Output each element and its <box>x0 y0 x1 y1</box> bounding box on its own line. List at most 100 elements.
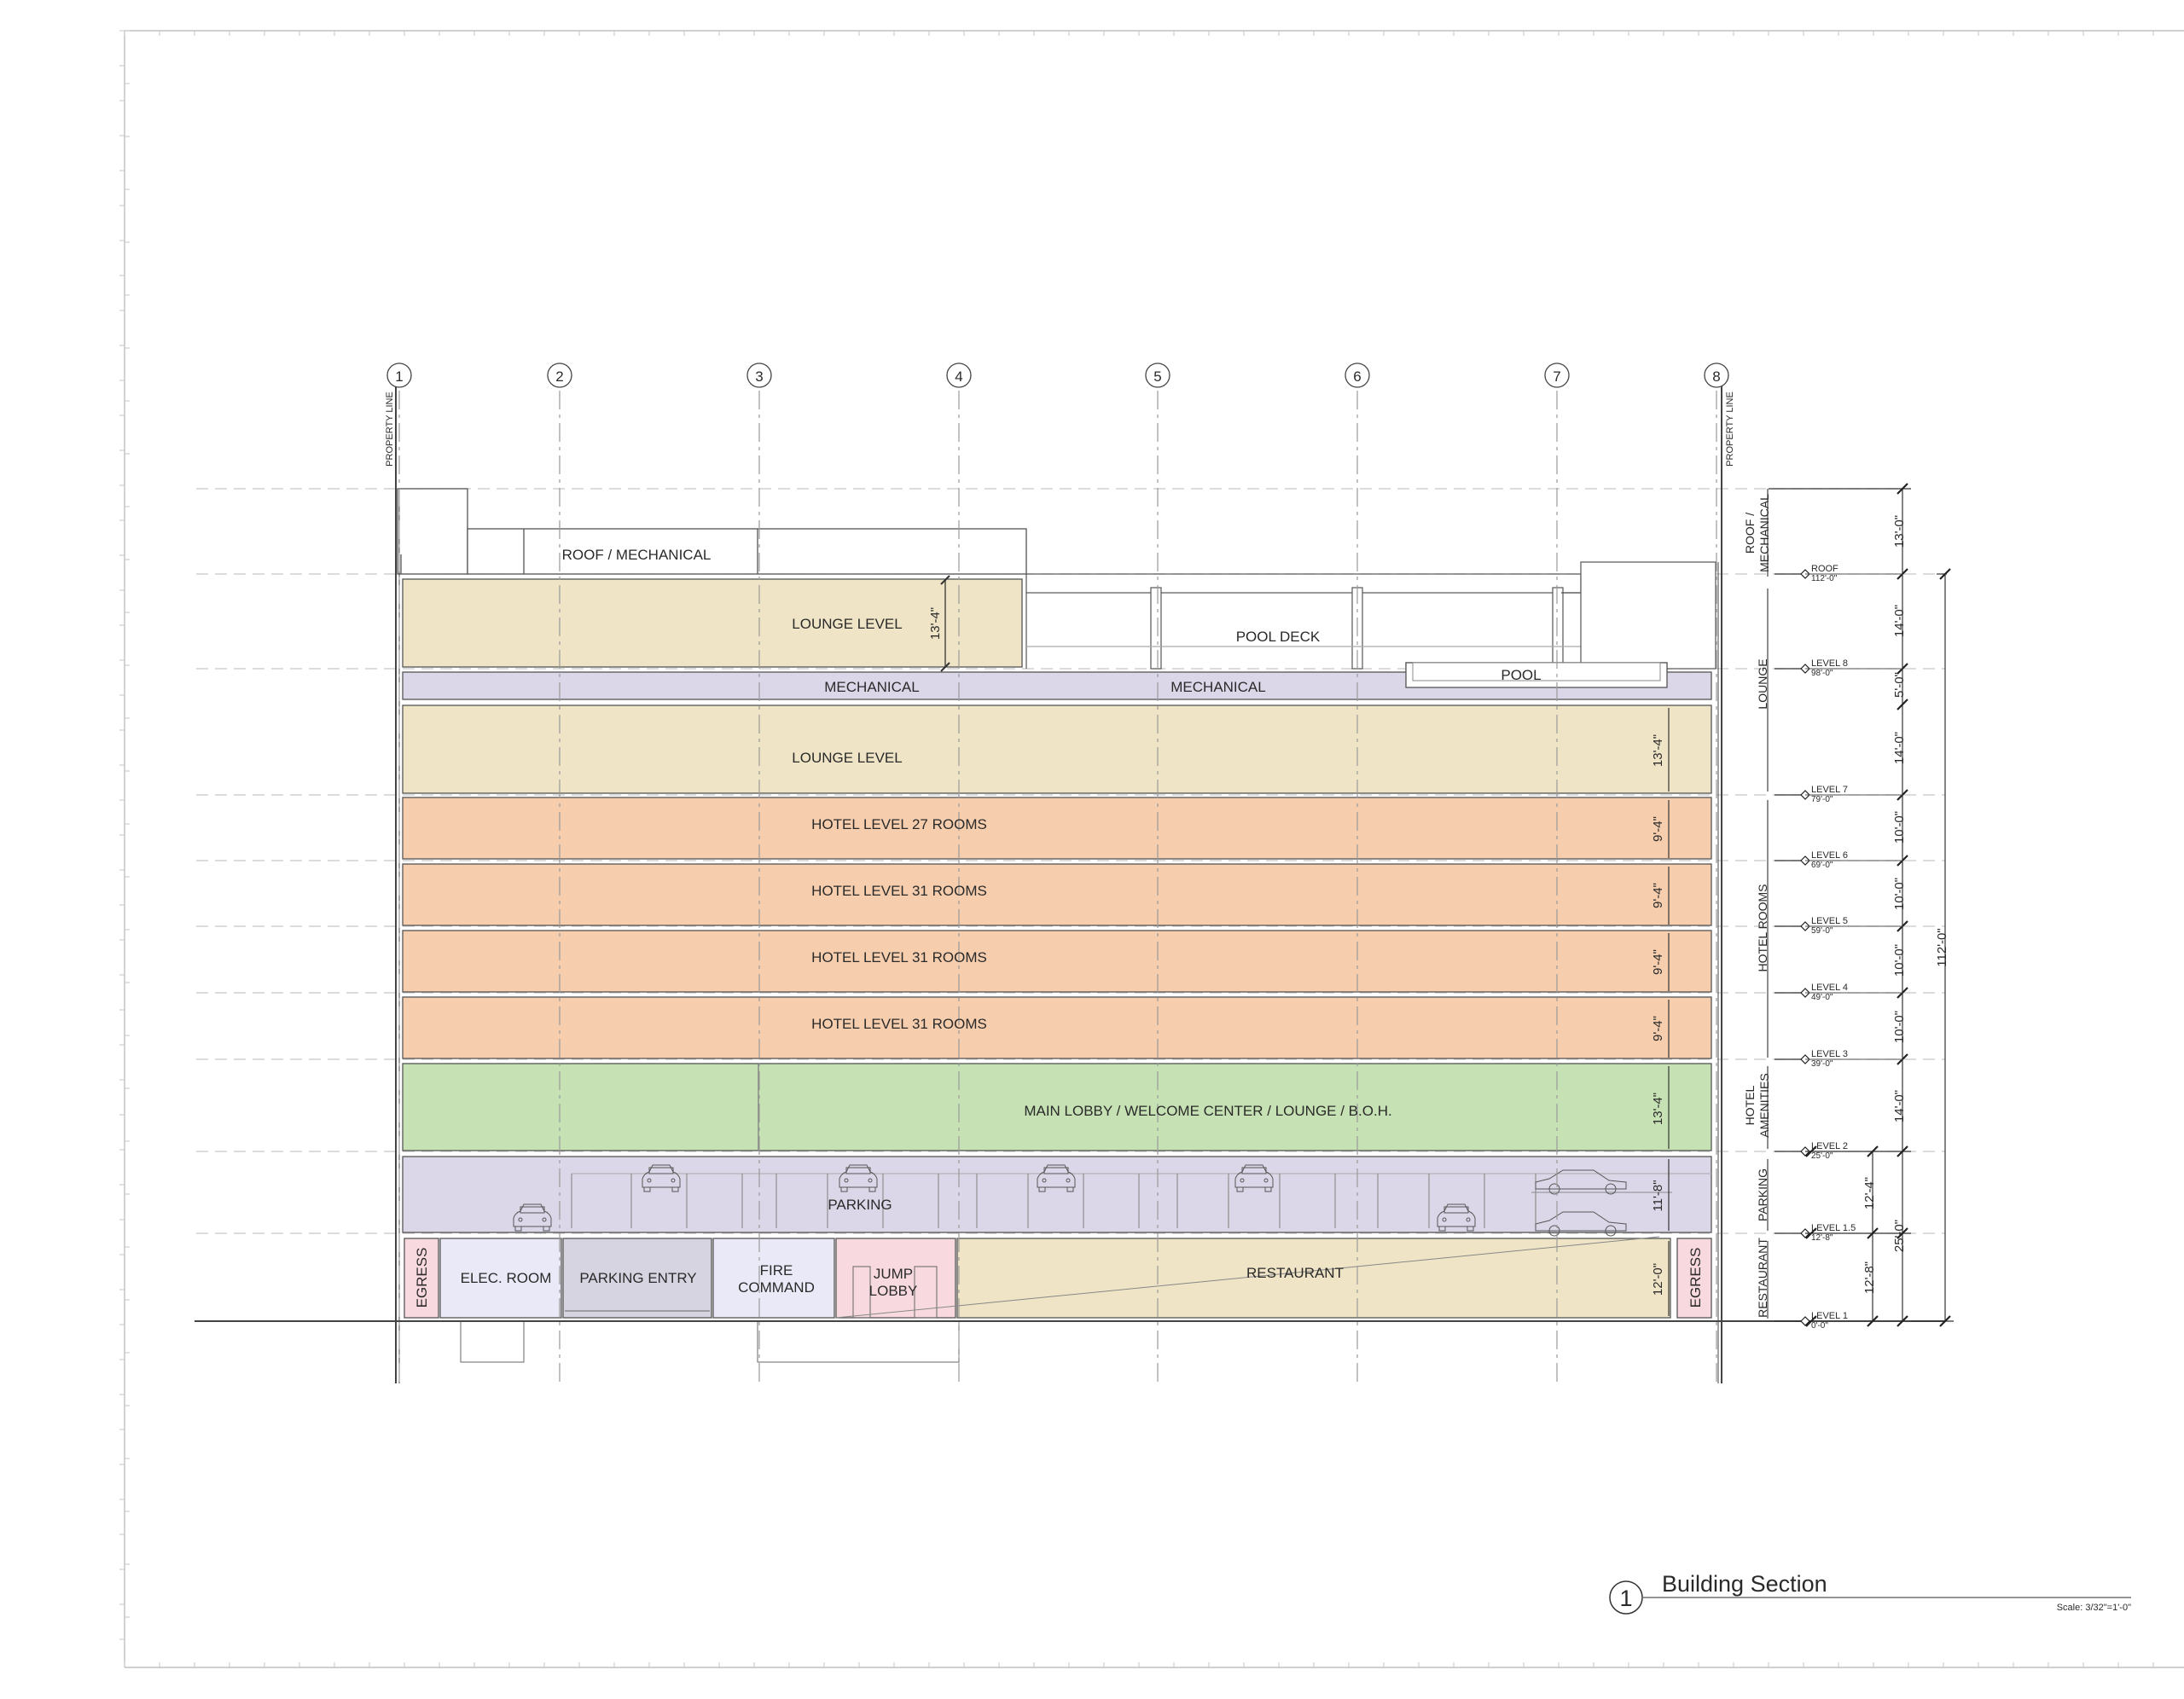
grid-bubble-6 <box>1345 362 1370 388</box>
dim-hotel-5: 10'-0" <box>1892 944 1907 977</box>
title-number-bubble <box>1609 1580 1643 1615</box>
label-lounge-level: LOUNGE LEVEL <box>792 750 902 766</box>
dim-mechanical: 5'-0" <box>1892 672 1907 698</box>
parked-cars <box>513 1164 1627 1237</box>
car-icon <box>1037 1164 1076 1192</box>
label-hotel-level-6: HOTEL LEVEL 31 ROOMS <box>811 883 987 899</box>
grid-bubble-2 <box>547 362 572 388</box>
label-roof-mechanical: ROOF / MECHANICAL <box>562 547 712 563</box>
height-parking: 11'-8" <box>1651 1180 1665 1211</box>
level-elevation: 59'-0" <box>1811 926 1833 936</box>
height-hotel-5: 9'-4" <box>1651 949 1665 975</box>
main-lobby-room <box>402 1063 1712 1151</box>
egress-right-room <box>1676 1238 1712 1319</box>
floor-height-dims: 13'-4" 13'-4" 9'-4" 9'-4" 9'-4" 9'-4" 13… <box>928 575 1670 1316</box>
level-elevation: 79'-0" <box>1811 795 1833 804</box>
height-hotel-7: 9'-4" <box>1651 816 1665 842</box>
car-icon <box>513 1203 552 1232</box>
car-icon <box>1234 1164 1274 1192</box>
elec-room <box>439 1238 562 1319</box>
dim-lobby: 14'-0" <box>1892 1090 1907 1122</box>
zone-parking: PARKING <box>1756 1168 1769 1221</box>
grid-label-2: 2 <box>555 368 563 385</box>
label-elec-room: ELEC. ROOM <box>461 1270 552 1286</box>
zone-roof-line1: ROOF / <box>1743 513 1757 554</box>
label-jump-lobby-line2: LOBBY <box>869 1283 918 1299</box>
hotel-level-5-room <box>402 930 1712 993</box>
level-elevation: 112'-0" <box>1811 574 1838 583</box>
label-mechanical-right: MECHANICAL <box>1170 679 1265 695</box>
dim-parking-lower: 12'-8" <box>1862 1261 1877 1294</box>
car-icon <box>1437 1203 1476 1232</box>
dim-hotel-6: 10'-0" <box>1892 878 1907 910</box>
parking-entry-room <box>562 1238 712 1319</box>
car-icon <box>839 1164 878 1192</box>
grid-bubble-1 <box>386 362 412 388</box>
dim-parking-upper: 12'-4" <box>1862 1177 1877 1209</box>
grid-label-4: 4 <box>955 368 962 385</box>
level-name: ROOF <box>1811 564 1838 574</box>
grid-label-8: 8 <box>1712 368 1720 385</box>
level-elevation: 49'-0" <box>1811 993 1833 1002</box>
zone-amenities-line2: AMENITIES <box>1757 1073 1771 1137</box>
label-egress-left: EGRESS <box>414 1248 430 1308</box>
grid-bubble-8 <box>1704 362 1729 388</box>
label-mechanical-left: MECHANICAL <box>824 679 919 695</box>
level-name: LEVEL 3 <box>1811 1049 1848 1059</box>
label-parking: PARKING <box>828 1197 892 1213</box>
height-lounge: 13'-4" <box>1651 734 1665 767</box>
grid-label-3: 3 <box>755 368 763 385</box>
zone-labels: ROOF / MECHANICAL LOUNGE HOTEL ROOMS HOT… <box>1743 489 1771 1319</box>
label-hotel-level-4: HOTEL LEVEL 31 ROOMS <box>811 1016 987 1032</box>
ground-level-details <box>460 1236 1660 1363</box>
level-elevation: 39'-0" <box>1811 1059 1833 1069</box>
hotel-level-6-room <box>402 863 1712 926</box>
zone-lounge: LOUNGE <box>1756 658 1769 709</box>
sheet-border-ticks <box>119 30 2154 1667</box>
dim-roof-top: 13'-0" <box>1892 515 1907 548</box>
grid-bubble-4 <box>946 362 972 388</box>
level-name: LEVEL 1.5 <box>1811 1223 1856 1233</box>
property-line-label-left: PROPERTY LINE <box>385 391 395 467</box>
zone-amenities-line1: HOTEL <box>1743 1085 1757 1125</box>
level-name: LEVEL 4 <box>1811 983 1848 993</box>
level-elevation: 12'-8" <box>1811 1233 1833 1243</box>
label-hotel-level-5: HOTEL LEVEL 31 ROOMS <box>811 949 987 965</box>
level-marker-icon <box>1800 1316 1810 1326</box>
level-name: LEVEL 8 <box>1811 658 1848 669</box>
height-restaurant: 12'-0" <box>1651 1263 1665 1296</box>
drawing-scale: Scale: 3/32"=1'-0" <box>2057 1603 2131 1613</box>
grid-bubble-5 <box>1145 362 1170 388</box>
level-name: LEVEL 5 <box>1811 916 1848 926</box>
car-side-icon <box>1535 1211 1627 1237</box>
label-parking-entry: PARKING ENTRY <box>579 1270 696 1286</box>
car-side-icon <box>1535 1169 1627 1195</box>
label-egress-right: EGRESS <box>1687 1248 1704 1308</box>
height-hotel-4: 9'-4" <box>1651 1016 1665 1041</box>
parking-columns <box>571 1173 1711 1228</box>
level-name: LEVEL 1 <box>1811 1311 1848 1321</box>
dim-base-total: 25'-0" <box>1892 1220 1907 1252</box>
grid-label-7: 7 <box>1553 368 1560 385</box>
label-fire-command-line2: COMMAND <box>738 1279 815 1296</box>
level-elevation: 25'-0" <box>1811 1151 1833 1161</box>
level-elevation: 0'-0" <box>1811 1321 1828 1331</box>
grid-label-1: 1 <box>395 368 403 385</box>
dim-lounge-upper: 14'-0" <box>1892 605 1907 637</box>
pool-basin <box>1412 662 1661 681</box>
roof-mechanical-structure <box>397 488 1027 575</box>
dim-overall: 112'-0" <box>1935 928 1949 966</box>
zone-restaurant: RESTAURANT <box>1756 1238 1769 1318</box>
grid-label-6: 6 <box>1353 368 1361 385</box>
label-jump-lobby-line1: JUMP <box>874 1266 913 1282</box>
drawing-title: Building Section <box>1662 1571 1827 1597</box>
drawing-title-block: 1 Building Section Scale: 3/32"=1'-0" <box>1609 1571 2131 1615</box>
dim-lounge: 14'-0" <box>1892 732 1907 764</box>
grid-bubble-7 <box>1544 362 1570 388</box>
label-main-lobby: MAIN LOBBY / WELCOME CENTER / LOUNGE / B… <box>1024 1103 1391 1119</box>
label-hotel-level-7: HOTEL LEVEL 27 ROOMS <box>811 816 987 832</box>
restaurant-room <box>956 1238 1671 1319</box>
parking-level-room <box>402 1156 1712 1233</box>
fire-command-room <box>712 1238 835 1319</box>
